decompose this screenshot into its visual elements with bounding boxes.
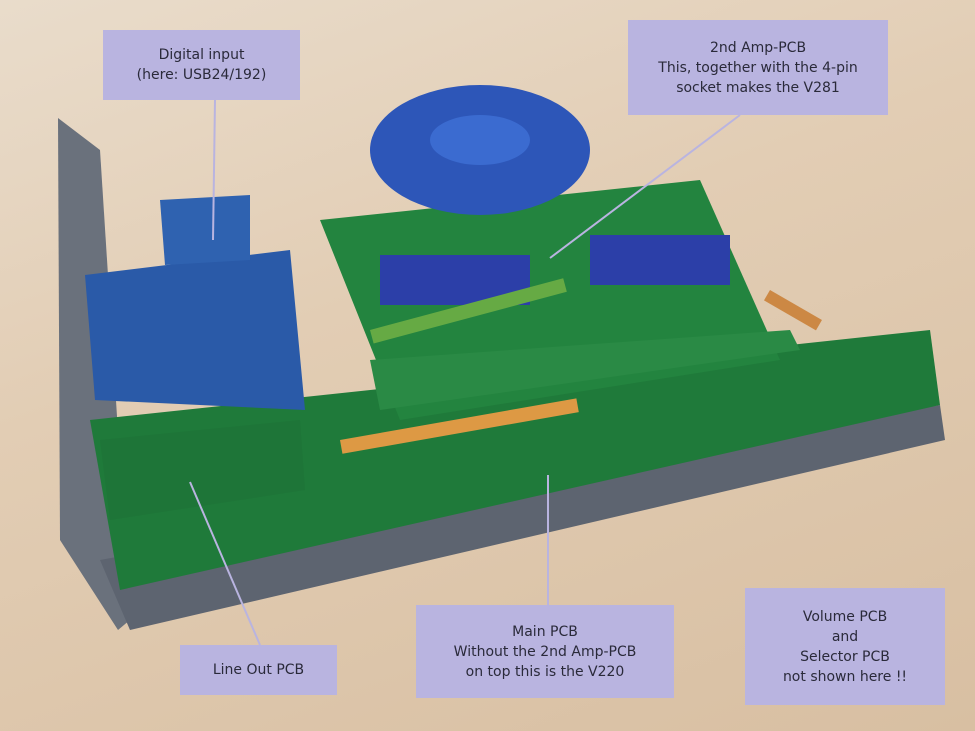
label-line: Selector PCB — [800, 648, 890, 665]
line-out-label: Line Out PCB — [180, 645, 337, 695]
label-line: 2nd Amp-PCB — [709, 39, 807, 56]
main-pcb-label: Main PCB Without the 2nd Amp-PCB on top … — [416, 605, 674, 698]
label-line: Digital input — [158, 47, 245, 63]
label-line: socket makes the V281 — [676, 79, 840, 96]
label-line: Without the 2nd Amp-PCB — [453, 643, 637, 660]
label-line: not shown here !! — [782, 668, 908, 685]
label-line: Line Out PCB — [212, 662, 305, 678]
digital-input-board — [85, 250, 305, 410]
digital-input-label: Digital input (here: USB24/192) — [103, 30, 300, 100]
label-line: and — [831, 628, 859, 645]
chassis-base — [100, 405, 945, 630]
heatsink-right — [590, 235, 730, 285]
label-line: on top this is the V220 — [465, 663, 625, 680]
main-pcb — [90, 330, 940, 590]
line-out-pcb — [100, 420, 305, 520]
amp-pcb — [370, 330, 800, 410]
label-line: Volume PCB — [802, 608, 888, 625]
label-line: (here: USB24/192) — [136, 67, 267, 83]
volume-label: Volume PCB and Selector PCB not shown he… — [745, 588, 945, 705]
amp-pcb-label: 2nd Amp-PCB This, together with the 4-pi… — [628, 20, 888, 115]
label-line: Main PCB — [512, 623, 578, 640]
label-line: This, together with the 4-pin — [658, 59, 858, 76]
